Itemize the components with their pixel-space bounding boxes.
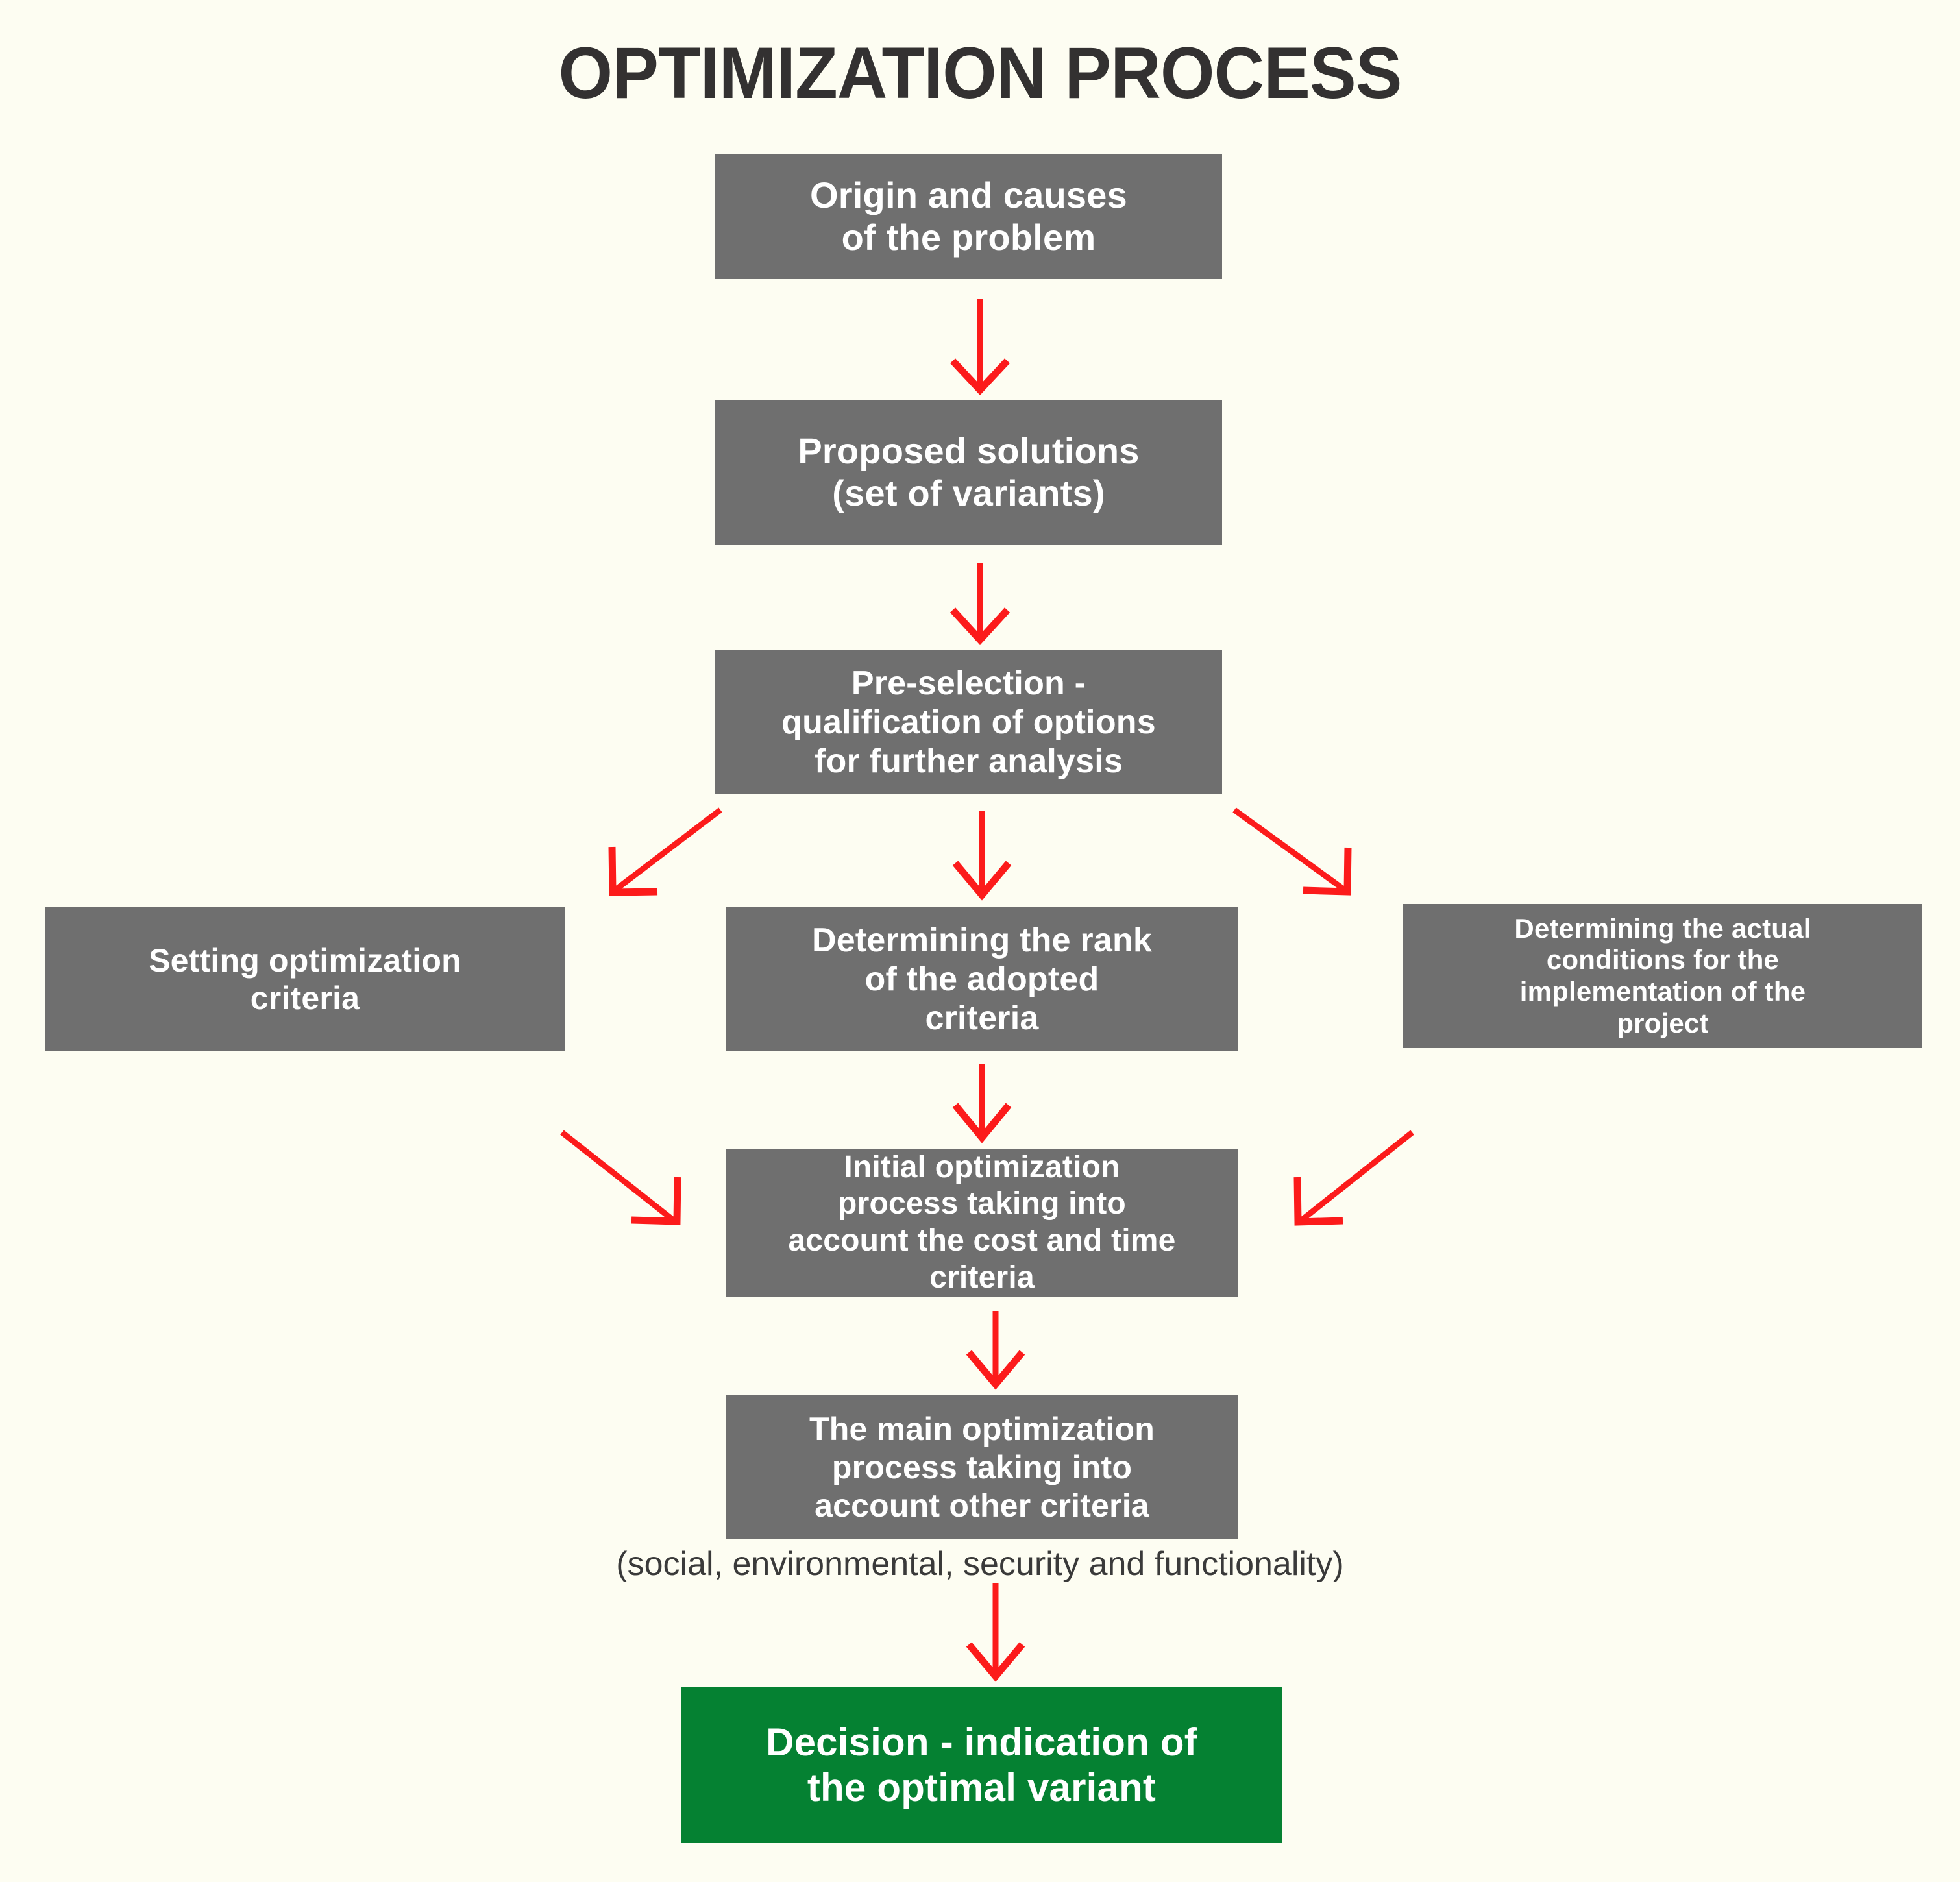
node-initial-optimization-process[interactable]: Initial optimization process taking into…: [726, 1149, 1238, 1297]
node-origin-and-causes[interactable]: Origin and causes of the problem: [715, 154, 1222, 279]
arrow-setting-to-initial: [560, 1130, 681, 1225]
arrow-origin-to-proposed: [949, 299, 1011, 396]
main-optimization-caption: (social, environmental, security and fun…: [616, 1545, 1344, 1583]
arrow-preselection-to-setting: [608, 807, 722, 896]
node-proposed-solutions[interactable]: Proposed solutions (set of variants): [715, 400, 1222, 545]
arrow-preselection-to-rank: [952, 811, 1012, 901]
arrow-rank-to-initial: [952, 1064, 1012, 1143]
arrow-preselection-to-actual: [1232, 807, 1352, 896]
arrow-actual-to-initial: [1293, 1130, 1414, 1226]
node-decision-optimal-variant[interactable]: Decision - indication of the optimal var…: [681, 1687, 1282, 1843]
node-setting-optimization-criteria[interactable]: Setting optimization criteria: [45, 907, 565, 1051]
arrow-main-to-decision: [966, 1583, 1025, 1682]
node-main-optimization-process[interactable]: The main optimization process taking int…: [726, 1395, 1238, 1539]
node-determining-rank-of-criteria[interactable]: Determining the rank of the adopted crit…: [726, 907, 1238, 1051]
node-pre-selection[interactable]: Pre-selection - qualification of options…: [715, 650, 1222, 794]
page-title: OPTIMIZATION PROCESS: [558, 32, 1403, 114]
arrow-proposed-to-preselection: [949, 563, 1011, 646]
arrow-initial-to-main: [966, 1311, 1025, 1390]
node-determining-actual-conditions[interactable]: Determining the actual conditions for th…: [1403, 904, 1922, 1048]
